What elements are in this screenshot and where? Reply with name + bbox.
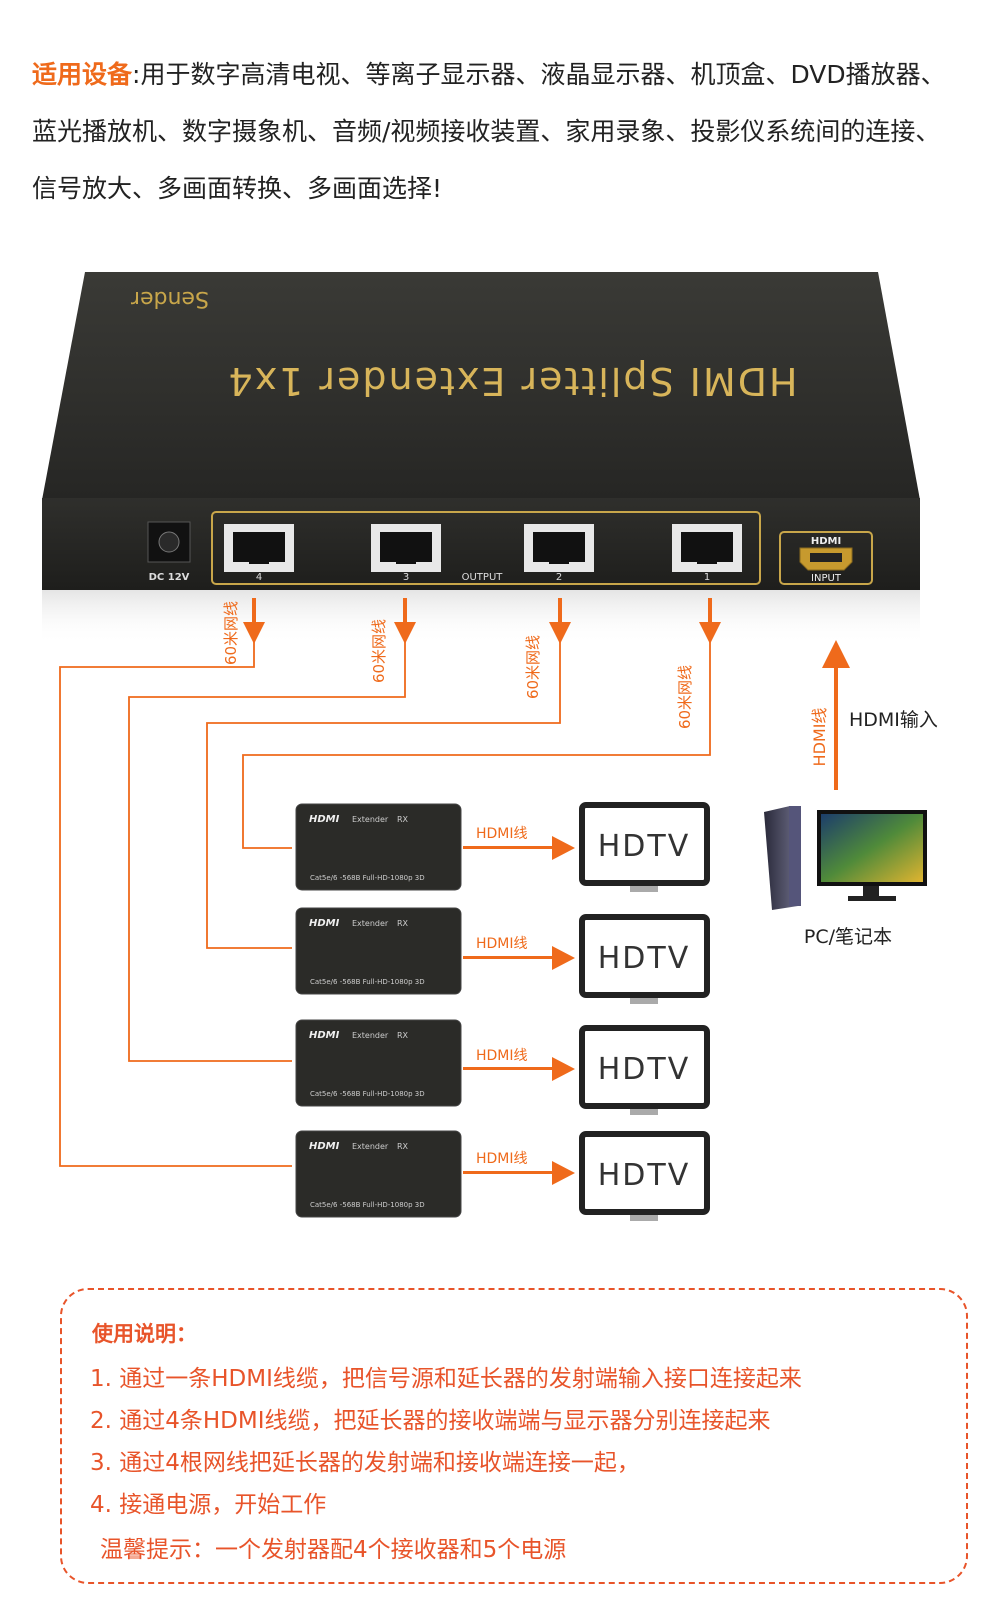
sender-device: Sender HDMI Splitter Extender 1x4 DC 12V… bbox=[42, 272, 920, 645]
receiver-title: Extender bbox=[352, 1142, 389, 1151]
pc-label: PC/笔记本 bbox=[804, 926, 892, 948]
receiver-title: Extender bbox=[352, 1031, 389, 1040]
dc-label: DC 12V bbox=[149, 572, 190, 583]
rj45-port-2[interactable] bbox=[524, 524, 594, 572]
notes-item: 3. 通过4根网线把延长器的发射端和接收端连接一起， bbox=[90, 1450, 640, 1476]
receiver-row-2: HDMI Extender RX Cat5e/6 -568B Full-HD-1… bbox=[295, 907, 710, 1004]
hdtv-label: HDTV bbox=[598, 1158, 691, 1193]
hdmi-line-label: HDMI线 bbox=[476, 1151, 528, 1167]
receiver-row-4: HDMI Extender RX Cat5e/6 -568B Full-HD-1… bbox=[295, 1130, 710, 1221]
hdtv-frame bbox=[579, 802, 710, 886]
hdmi-top-label: HDMI bbox=[811, 536, 841, 547]
cable-label-3: 60米网线 bbox=[370, 619, 388, 683]
arrow-down-1 bbox=[699, 622, 721, 644]
cable-label-2: 60米网线 bbox=[524, 635, 542, 699]
down-arrows bbox=[243, 598, 721, 644]
cable-label-4: 60米网线 bbox=[222, 601, 240, 665]
receiver-rx: RX bbox=[397, 919, 409, 928]
receiver-box bbox=[296, 908, 461, 994]
arrow-right-icon bbox=[552, 946, 575, 970]
notes-tip: 温馨提示：一个发射器配4个接收器和5个电源 bbox=[100, 1537, 567, 1563]
port-label-3: 3 bbox=[403, 572, 409, 583]
receiver-title: Extender bbox=[352, 815, 389, 824]
receiver-rx: RX bbox=[397, 1031, 409, 1040]
receiver-spec: Cat5e/6 -568B Full-HD-1080p 3D bbox=[310, 1090, 425, 1098]
hdmi-line-label: HDMI线 bbox=[476, 1048, 528, 1064]
rj45-port-4[interactable] bbox=[224, 524, 294, 572]
intro-line-1: :用于数字高清电视、等离子显示器、液晶显示器、机顶盒、DVD播放器、 bbox=[132, 60, 946, 89]
output-label: OUTPUT bbox=[462, 572, 504, 583]
port-label-1: 1 bbox=[704, 572, 710, 583]
output-panel bbox=[211, 511, 761, 585]
receiver-box bbox=[296, 1020, 461, 1106]
receiver-row-3: HDMI Extender RX Cat5e/6 -568B Full-HD-1… bbox=[295, 1019, 710, 1115]
hdmi-line-label: HDMI线 bbox=[476, 826, 528, 842]
hdmi-bottom-label: INPUT bbox=[811, 573, 842, 584]
receiver-spec: Cat5e/6 -568B Full-HD-1080p 3D bbox=[310, 1201, 425, 1209]
sender-model: HDMI Splitter Extender 1x4 bbox=[226, 359, 797, 403]
hdmi-line-label: HDMI线 bbox=[476, 936, 528, 952]
sender-brand: Sender bbox=[130, 286, 209, 311]
intro-line-3: 信号放大、多画面转换、多画面选择! bbox=[32, 174, 443, 203]
port-label-4: 4 bbox=[256, 572, 262, 583]
rj45-port-3[interactable] bbox=[371, 524, 441, 572]
usage-notes: 使用说明： 1. 通过一条HDMI线缆，把信号源和延长器的发射端输入接口连接起来… bbox=[60, 1288, 968, 1584]
pc-icon bbox=[764, 806, 927, 910]
hdtv-label: HDTV bbox=[598, 829, 691, 864]
receiver-logo: HDMI bbox=[309, 1030, 340, 1041]
receiver-title: Extender bbox=[352, 919, 389, 928]
arrow-right-icon bbox=[552, 836, 575, 860]
notes-list: 1. 通过一条HDMI线缆，把信号源和延长器的发射端输入接口连接起来 2. 通过… bbox=[90, 1358, 802, 1526]
arrow-right-icon bbox=[552, 1057, 575, 1081]
intro-line-2: 蓝光播放机、数字摄象机、音频/视频接收装置、家用录象、投影仪系统间的连接、 bbox=[32, 117, 941, 146]
arrow-down-3 bbox=[394, 622, 416, 644]
notes-item: 2. 通过4条HDMI线缆，把延长器的接收端端与显示器分别连接起来 bbox=[90, 1408, 771, 1434]
hdmi-input-label: HDMI输入 bbox=[849, 709, 938, 731]
receiver-row-1: HDMI Extender RX Cat5e/6 -568B Full-HD-1… bbox=[295, 802, 710, 892]
receiver-box bbox=[296, 804, 461, 890]
notes-title: 使用说明： bbox=[92, 1322, 197, 1346]
hdtv-frame bbox=[579, 1131, 710, 1215]
notes-item: 1. 通过一条HDMI线缆，把信号源和延长器的发射端输入接口连接起来 bbox=[90, 1366, 802, 1392]
network-cables bbox=[59, 640, 711, 1167]
receiver-spec: Cat5e/6 -568B Full-HD-1080p 3D bbox=[310, 978, 425, 986]
receiver-logo: HDMI bbox=[309, 1141, 340, 1152]
notes-item: 4. 接通电源，开始工作 bbox=[90, 1492, 327, 1518]
cable-label-1: 60米网线 bbox=[676, 665, 694, 729]
hdtv-frame bbox=[579, 1025, 710, 1109]
rj45-port-1[interactable] bbox=[672, 524, 742, 572]
hdtv-label: HDTV bbox=[598, 1052, 691, 1087]
hdtv-label: HDTV bbox=[598, 941, 691, 976]
port-label-2: 2 bbox=[556, 572, 562, 583]
arrow-right-icon bbox=[552, 1161, 575, 1185]
receiver-logo: HDMI bbox=[309, 814, 340, 825]
receiver-rx: RX bbox=[397, 1142, 409, 1151]
hdmi-input-cable bbox=[822, 640, 850, 790]
arrow-up-hdmi bbox=[822, 640, 850, 668]
receiver-rx: RX bbox=[397, 815, 409, 824]
hdmi-cable-label: HDMI线 bbox=[810, 708, 829, 767]
receiver-logo: HDMI bbox=[309, 918, 340, 929]
receiver-spec: Cat5e/6 -568B Full-HD-1080p 3D bbox=[310, 874, 425, 882]
hdtv-frame bbox=[579, 914, 710, 998]
intro-text: 适用设备:用于数字高清电视、等离子显示器、液晶显示器、机顶盒、DVD播放器、 蓝… bbox=[32, 46, 972, 217]
receiver-box bbox=[296, 1131, 461, 1217]
hdmi-input-panel bbox=[779, 531, 873, 585]
arrow-down-2 bbox=[549, 622, 571, 644]
arrow-down-4 bbox=[243, 622, 265, 644]
intro-label: 适用设备 bbox=[32, 60, 133, 89]
